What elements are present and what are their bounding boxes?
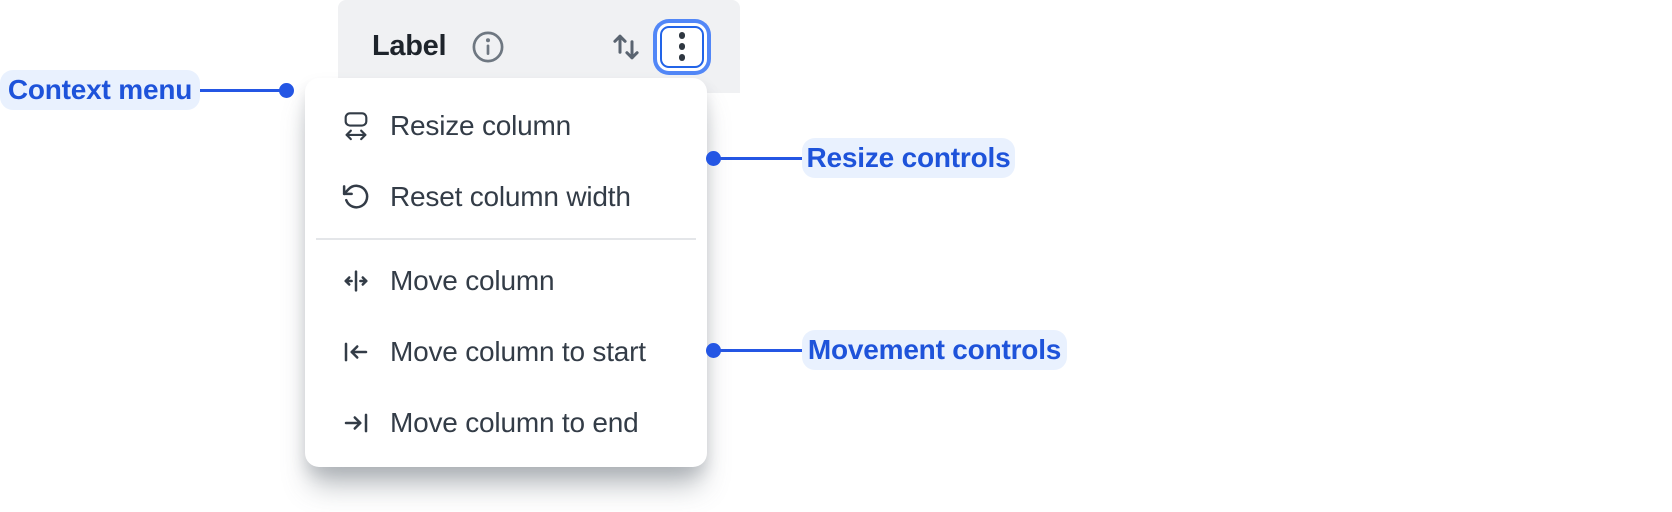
column-header: Label [338, 0, 740, 93]
move-column-icon [341, 266, 371, 296]
sort-arrows-icon[interactable] [608, 28, 644, 66]
menu-item-label: Reset column width [390, 180, 631, 212]
kebab-dot [678, 54, 686, 61]
annotation-line [200, 89, 287, 92]
menu-item-label: Move column to end [390, 407, 639, 438]
menu-item-label: Move column [390, 265, 555, 296]
annotation-line [713, 157, 802, 160]
annotation-dot [279, 82, 294, 98]
menu-item-move-column-to-start[interactable]: Move column to start [305, 317, 707, 388]
annotation-label: Resize controls [806, 142, 1011, 173]
menu-item-move-column[interactable]: Move column [305, 246, 707, 317]
move-column-to-start-icon [341, 337, 371, 367]
annotation-context-menu: Context menu [0, 70, 200, 110]
move-column-to-end-icon [341, 408, 371, 438]
annotation-resize-controls: Resize controls [802, 138, 1015, 178]
annotation-label: Context menu [7, 74, 193, 105]
reset-column-width-icon [341, 182, 371, 212]
annotation-dot [705, 342, 721, 358]
menu-divider [316, 238, 696, 240]
column-context-menu: Resize column Reset column width Move co… [305, 78, 707, 467]
menu-item-label: Resize column [390, 109, 572, 141]
column-header-label: Label [372, 30, 447, 62]
annotation-dot [705, 150, 721, 166]
menu-item-label: Move column to start [390, 336, 646, 367]
kebab-dot [678, 43, 686, 50]
menu-item-reset-column-width[interactable]: Reset column width [305, 161, 707, 232]
kebab-dot [678, 32, 686, 39]
menu-item-move-column-to-end[interactable]: Move column to end [305, 388, 707, 459]
annotation-movement-controls: Movement controls [802, 330, 1067, 370]
annotation-label: Movement controls [807, 334, 1062, 365]
info-icon[interactable] [470, 29, 506, 65]
resize-column-icon [341, 111, 371, 141]
kebab-menu-icon[interactable] [660, 25, 704, 68]
annotation-line [713, 349, 802, 352]
menu-item-resize-column[interactable]: Resize column [305, 90, 707, 161]
